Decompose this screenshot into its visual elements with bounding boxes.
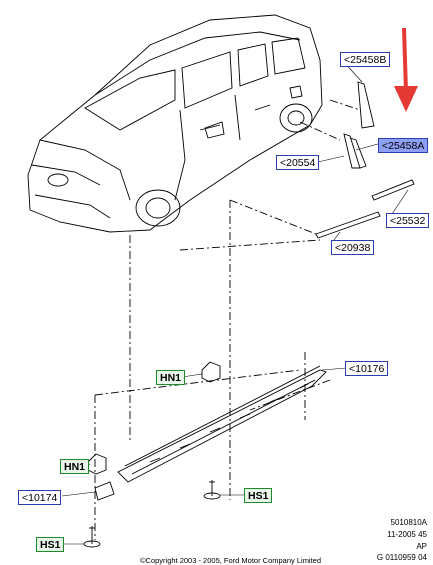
side-sill-molding-10176: [117, 365, 327, 483]
belt-molding-25532: [371, 179, 415, 201]
bracket-10174: [94, 481, 115, 501]
screw-hs1-right: [203, 480, 221, 500]
callout-hs1-right[interactable]: HS1: [244, 488, 273, 503]
callout-25458a[interactable]: <25458A: [378, 138, 429, 153]
clip-hn1-top: [201, 361, 221, 383]
callout-hn1-left[interactable]: HN1: [60, 459, 90, 474]
belt-molding-20938: [315, 211, 381, 239]
callout-20554[interactable]: <20554: [276, 155, 320, 170]
reference-code-line3: AP: [416, 542, 427, 551]
pillar-trim-25458a: [343, 133, 367, 169]
pillar-trim-25458b: [357, 81, 375, 129]
callout-25532[interactable]: <25532: [386, 213, 430, 228]
callout-hs1-left[interactable]: HS1: [36, 537, 65, 552]
callout-10176[interactable]: <10176: [345, 361, 389, 376]
reference-code-line4: G 0110959 04: [376, 553, 427, 562]
callout-hn1-top[interactable]: HN1: [156, 370, 186, 385]
reference-code-line1: 5010810A: [390, 518, 427, 527]
callout-20938[interactable]: <20938: [331, 240, 375, 255]
callout-10174[interactable]: <10174: [18, 490, 62, 505]
red-arrow-icon: [394, 27, 418, 112]
clip-hn1-left: [87, 453, 107, 475]
callout-25458b[interactable]: <25458B: [340, 52, 391, 67]
copyright-notice: ©Copyright 2003 - 2005, Ford Motor Compa…: [140, 556, 322, 565]
leader-lines: [94, 99, 361, 540]
screw-hs1-left: [83, 526, 101, 548]
reference-code-line2: 11-2005 45: [387, 530, 427, 539]
car-illustration: [27, 14, 323, 233]
